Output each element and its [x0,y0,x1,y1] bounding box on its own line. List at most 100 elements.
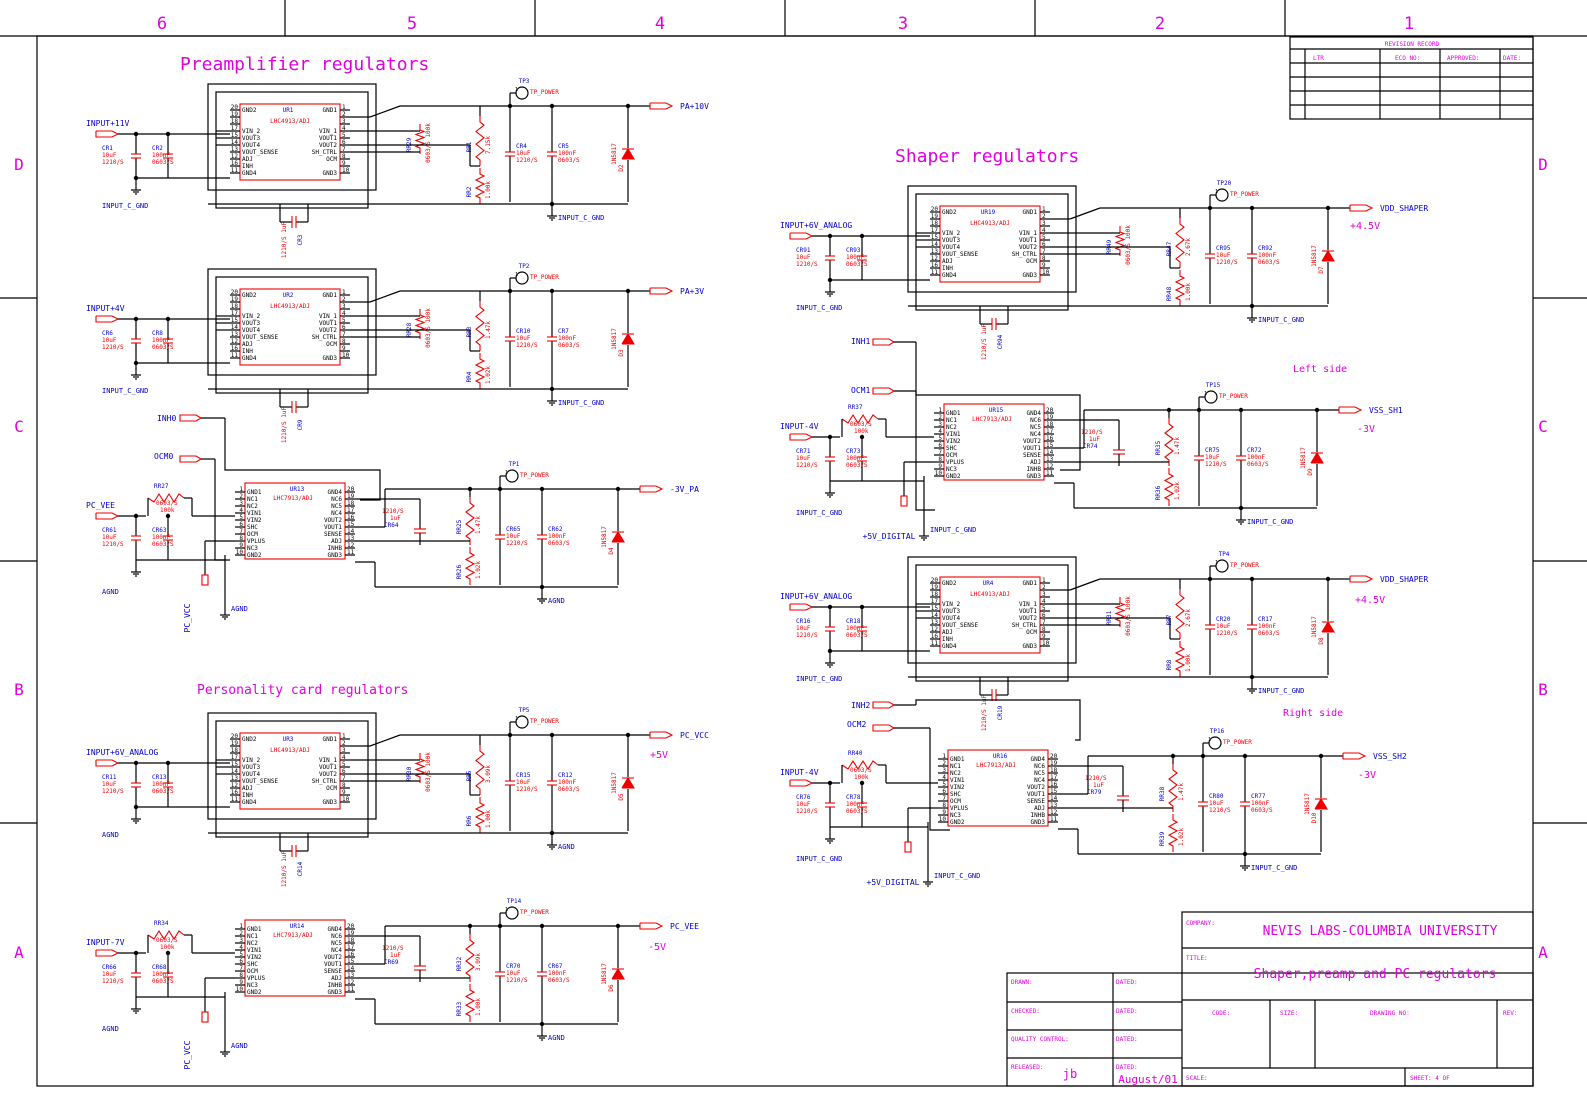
pin-number: 16 [231,789,239,796]
pin-name: GND3 [323,170,338,177]
input-net: INPUT+11V [86,119,130,128]
pin-name: VIN_1 [319,757,337,764]
pin-name: VOUT_SENSE [242,334,279,341]
input-net: INPUT-4V [780,422,819,431]
pin-number: 6 [239,521,243,528]
pin-number: 14 [347,528,355,535]
cap-value: 10uF [1216,623,1231,630]
resistor-ref: RR8 [1166,659,1173,670]
pin-name: NC3 [946,466,957,473]
resistor-value: 1.02k [475,561,482,579]
pin-name: INHB [1031,812,1046,819]
pin-name: SHC [247,961,258,968]
pin-number: 19 [231,111,239,118]
cap-value: 10uF [796,801,811,808]
pin-number: 7 [239,965,243,972]
column-label: 5 [407,14,417,34]
output-gnd-net: INPUT_C_GND [1251,864,1297,872]
pin-number: 17 [347,507,355,514]
output-net: PA+10V [680,102,709,111]
pin-number: 11 [347,549,355,556]
pin-number: 19 [931,213,939,220]
cap-ref: CR11 [102,774,117,781]
pin-name: INH [242,792,253,799]
resistor-value: 1.02k [1174,482,1181,500]
pin-name: NC4 [331,947,342,954]
input-resistor-ref: RR27 [154,483,169,490]
cap-package: 0603/S [1258,259,1280,266]
input-resistor-value: 100k [160,944,175,951]
resistor-ref: RR25 [456,519,463,534]
row-label-left: C [14,417,24,436]
cap-value: 100nF [548,533,566,540]
pin-number: 12 [931,626,939,633]
cap-package: 0603/S [1251,807,1273,814]
pin-number: 15 [1050,788,1058,795]
cap-ref: CR93 [846,247,861,254]
pin-name: SENSE [1027,798,1045,805]
pin-number: 19 [347,930,355,937]
pin-number: 9 [1042,262,1046,269]
cap-package: 1210/S [506,977,528,984]
pin-name: NC5 [331,503,342,510]
pin-number: 12 [231,338,239,345]
pin-name: SH_CTRL [312,778,338,785]
pin-name: VIN_1 [1019,601,1037,608]
pin-number: 1 [938,407,942,414]
resistor-value: 1.00k [485,810,492,828]
pin-name: OCM [946,452,957,459]
sheet-label: SHEET: 4 OF [1410,1075,1450,1082]
pin-number: 12 [1046,463,1054,470]
revision-header: APPROVED: [1447,55,1480,62]
scale-label: SCALE: [1186,1075,1208,1082]
input-resistor-value: 100k [854,428,869,435]
pin-number: 10 [236,549,244,556]
pin-name: SH_CTRL [1012,622,1038,629]
vcc-gnd-net: INPUT_C_GND [934,872,980,880]
pin-number: 11 [347,986,355,993]
diode-ref: D5 [618,793,625,801]
cap-ref: CR8 [152,330,163,337]
voltage-note: +4.5V [1350,221,1380,232]
net-label: INH2 [851,701,870,710]
pin-name: VOUT2 [319,327,337,334]
net-label: INH0 [157,414,176,423]
cap-value: 100nF [558,779,576,786]
pin-name: ADJ [242,156,253,163]
bypass-cap-ref: CR94 [997,334,1004,349]
cap-package: 0603/S [558,157,580,164]
pin-name: NC6 [331,496,342,503]
pin-name: GND1 [323,292,338,299]
pin-name: ADJ [1030,459,1041,466]
vcc-net: PC_VCC [183,1040,192,1069]
resistor-value: 1.02k [1178,828,1185,846]
pin-number: 14 [347,965,355,972]
diode-ref: D7 [1318,266,1325,274]
pin-number: 16 [931,633,939,640]
cap-value: 100nF [558,335,576,342]
revision-header: DATE: [1503,55,1521,62]
cap-package: 0603/S [846,261,868,268]
pin-name: VIN2 [247,517,262,524]
resistor-value: 0603/S 100k [1125,225,1132,265]
pin-name: VOUT4 [942,244,960,251]
cap-value: 100nF [846,254,864,261]
pin-number: 8 [239,972,243,979]
revision-header: LTR [1313,55,1324,62]
pin-number: 20 [231,104,239,111]
pin-number: 14 [931,612,939,619]
pin-number: 6 [1042,241,1046,248]
pin-name: NC3 [247,545,258,552]
row-label-left: A [14,943,24,962]
cap-ref: CR63 [152,527,167,534]
pin-number: 1 [239,923,243,930]
cap-ref: CR68 [152,964,167,971]
pin-name: VOUT2 [1023,438,1041,445]
cap-package: 0603/S [548,540,570,547]
input-gnd-net: INPUT_C_GND [796,509,842,517]
pin-number: 6 [239,958,243,965]
pin-name: ADJ [1034,805,1045,812]
pin-number: 11 [931,269,939,276]
pin-number: 12 [231,153,239,160]
